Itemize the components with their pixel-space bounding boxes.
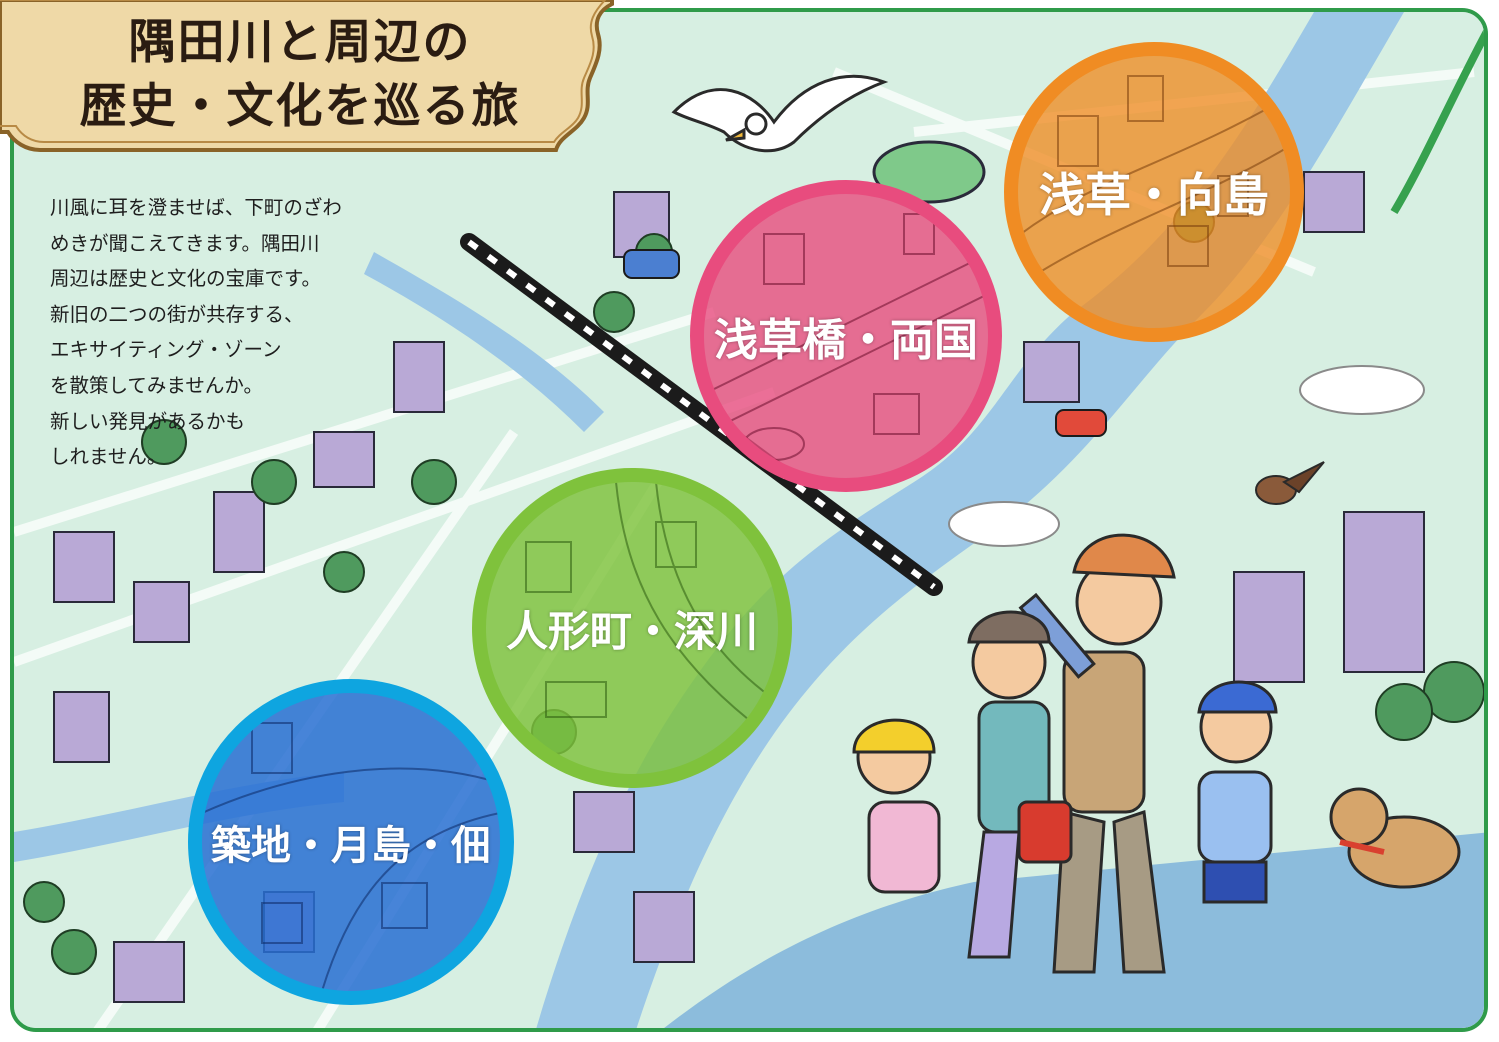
bird-illustration [1255, 461, 1325, 505]
title-plaque: 隅田川と周辺の 歴史・文化を巡る旅 [0, 0, 615, 160]
district-label: 築地・月島・佃 [211, 823, 491, 869]
intro-line: 川風に耳を澄ませば、下町のざわ [50, 196, 342, 219]
intro-line: しれません。 [50, 445, 167, 469]
plaque-shape [0, 0, 614, 152]
intro-line: エキサイティング・ゾーン [50, 338, 282, 362]
title-line-2: 歴史・文化を巡る旅 [79, 79, 521, 134]
district-label: 浅草橋・両国 [714, 315, 978, 366]
family-illustration [852, 533, 1461, 974]
district-label: 浅草・向島 [1039, 168, 1269, 222]
district-asakusabashi-ryogoku[interactable]: 浅草橋・両国 [690, 180, 1002, 492]
intro-text: 川風に耳を澄ませば、下町のざわ めきが聞こえてきます。隅田川 周辺は歴史と文化の… [50, 190, 440, 475]
district-label: 人形町・深川 [505, 606, 758, 656]
intro-line: 新しい発見があるかも [50, 409, 246, 433]
intro-line: 新旧の二つの街が共存する、 [50, 302, 304, 326]
buildings [53, 171, 1425, 1003]
intro-line: を散策してみませんか。 [50, 373, 263, 397]
map-frame: 浅草・向島 浅草橋・両国 人形町・深川 [10, 8, 1488, 1032]
canal-north [364, 252, 604, 432]
district-map-texture [525, 482, 778, 743]
district-map-texture [202, 722, 500, 991]
district-map-texture [704, 213, 988, 461]
intro-line: めきが聞こえてきます。隅田川 [50, 231, 320, 255]
stadium [872, 140, 986, 204]
railway-ties [467, 239, 936, 590]
intro-line: 周辺は歴史と文化の宝庫です。 [50, 267, 322, 291]
cars [623, 249, 1107, 437]
district-map-texture [1018, 75, 1290, 287]
district-tsukiji-tsukishima-tsukuda[interactable]: 築地・月島・佃 [188, 679, 514, 1005]
title-line-1: 隅田川と周辺の [128, 15, 472, 70]
green-rail-line [1390, 28, 1484, 215]
clouds [948, 365, 1425, 547]
district-asakusa-mukojima[interactable]: 浅草・向島 [1004, 42, 1304, 342]
district-ningyocho-fukagawa[interactable]: 人形町・深川 [472, 468, 792, 788]
seagull-illustration [671, 74, 889, 153]
